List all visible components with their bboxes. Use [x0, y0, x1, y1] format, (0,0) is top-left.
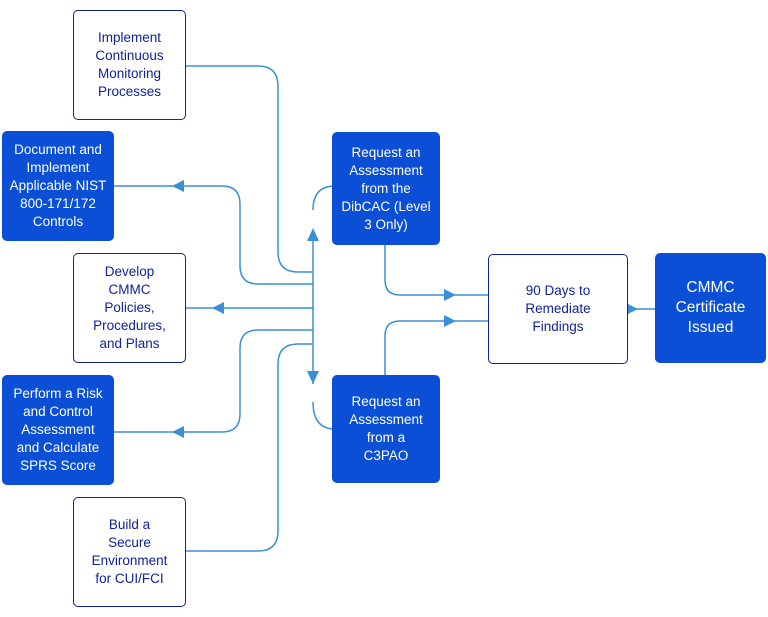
box-nist-controls: Document and Implement Applicable NIST 8…	[2, 131, 114, 241]
box-nist-controls-label: Document and Implement Applicable NIST 8…	[9, 142, 107, 229]
arrowhead-down	[307, 371, 319, 384]
box-remediate-findings: 90 Days to Remediate Findings	[488, 254, 628, 364]
connector-dibcac-remediate	[384, 245, 488, 296]
box-continuous-monitoring-label: Implement Continuous Monitoring Processe…	[95, 30, 164, 99]
arrowhead-remediate-bottom	[444, 315, 456, 327]
connector-secure	[185, 343, 313, 552]
arrowhead-nist	[172, 180, 184, 192]
box-remediate-findings-label: 90 Days to Remediate Findings	[525, 283, 591, 334]
box-certificate-issued: CMMC Certificate Issued	[655, 253, 766, 363]
box-secure-environment-label: Build a Secure Environment for CUI/FCI	[91, 517, 168, 586]
connector-monitoring	[185, 65, 313, 273]
box-c3pao-assessment: Request an Assessment from a C3PAO	[332, 375, 440, 483]
box-continuous-monitoring: Implement Continuous Monitoring Processe…	[73, 10, 186, 120]
connector-c3pao-remediate	[384, 320, 488, 375]
connector-nist	[113, 185, 313, 285]
box-secure-environment: Build a Secure Environment for CUI/FCI	[73, 497, 186, 607]
arrowhead-up	[307, 228, 319, 241]
box-certificate-issued-label: CMMC Certificate Issued	[675, 279, 746, 336]
box-cmmc-policies: Develop CMMC Policies, Procedures, and P…	[73, 253, 186, 363]
arrowhead-policies	[212, 302, 224, 314]
connector-to-dibcac	[312, 185, 336, 211]
box-risk-assessment: Perform a Risk and Control Assessment an…	[2, 375, 114, 485]
box-cmmc-policies-label: Develop CMMC Policies, Procedures, and P…	[93, 264, 166, 351]
connector-to-c3pao	[312, 401, 336, 430]
arrowhead-risk	[172, 426, 184, 438]
arrowhead-remediate-top	[444, 289, 456, 301]
box-c3pao-assessment-label: Request an Assessment from a C3PAO	[349, 394, 423, 463]
arrowhead-certificate	[626, 303, 638, 315]
box-dibcac-assessment-label: Request an Assessment from the DibCAC (L…	[341, 144, 431, 232]
box-dibcac-assessment: Request an Assessment from the DibCAC (L…	[332, 132, 440, 245]
connector-risk	[113, 329, 313, 433]
box-risk-assessment-label: Perform a Risk and Control Assessment an…	[13, 386, 103, 473]
